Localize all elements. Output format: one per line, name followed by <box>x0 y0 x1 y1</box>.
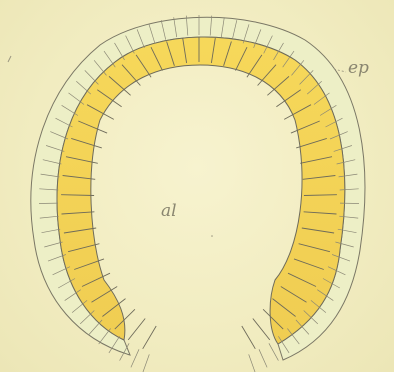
label-ep: ep <box>348 60 369 77</box>
outer-cell-wall <box>249 354 256 372</box>
inner-cell-wall <box>128 319 145 340</box>
outer-cell-wall <box>269 343 279 360</box>
inner-yellow-cell-layer <box>57 37 345 344</box>
outer-cell-wall <box>143 354 150 372</box>
left-margin-tick <box>8 56 11 62</box>
speck <box>211 235 213 237</box>
outer-cell-wall <box>131 349 139 367</box>
inner-cell-wall <box>143 326 157 349</box>
inner-cell-wall <box>242 326 256 349</box>
outer-cell-wall <box>259 349 267 367</box>
label-al: al <box>161 203 177 220</box>
inner-cell-wall <box>253 319 270 340</box>
